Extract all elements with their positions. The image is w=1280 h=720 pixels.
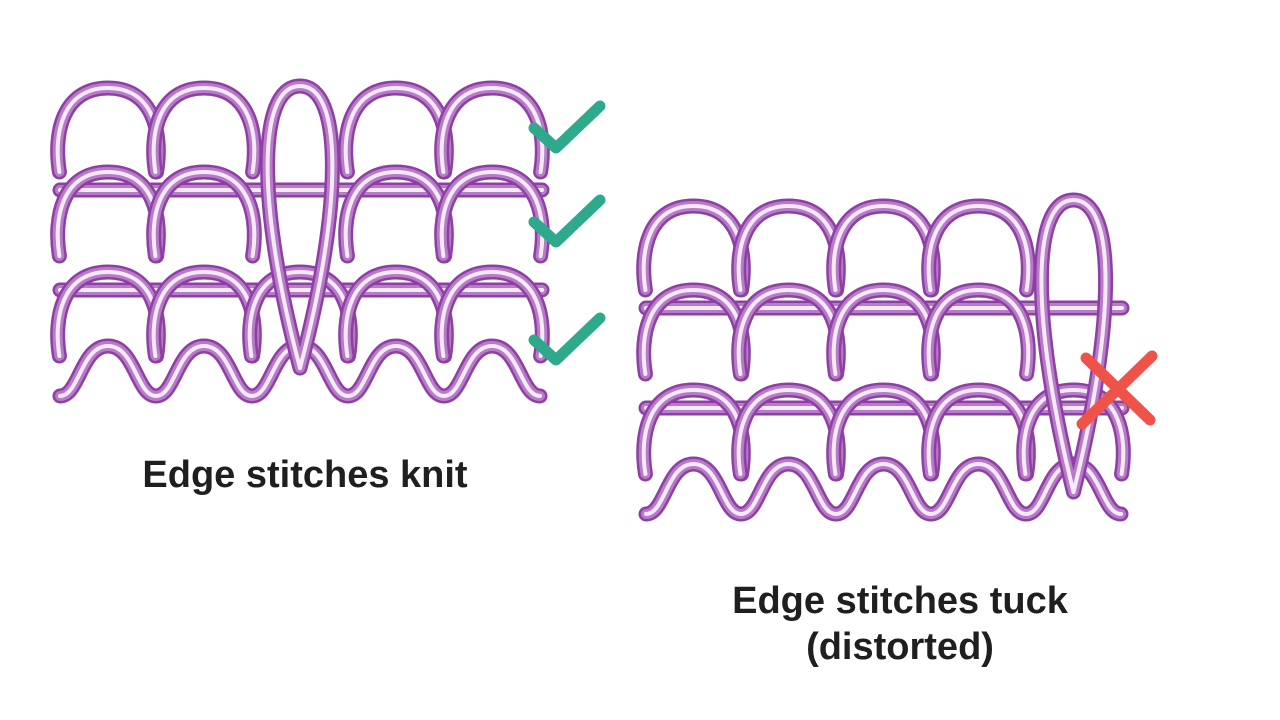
yarn-strand	[439, 170, 545, 258]
yarn-strand	[55, 86, 161, 174]
tuck-diagram	[636, 192, 1131, 526]
check-icon	[528, 194, 606, 248]
knit-caption: Edge stitches knit	[142, 454, 468, 496]
yarn-strand	[1021, 388, 1126, 476]
tuck-caption: Edge stitches tuck (distorted)	[650, 578, 1150, 671]
tuck-caption-line-2: (distorted)	[806, 626, 994, 669]
yarn-strand	[260, 78, 340, 376]
yarn-strand	[265, 84, 335, 370]
check-icon	[528, 100, 606, 154]
cross-icon	[1076, 350, 1158, 430]
yarn-strand	[151, 86, 257, 174]
tuck-fabric-illustration	[636, 192, 1131, 522]
yarn-strand	[926, 288, 1031, 376]
yarn-strand	[439, 270, 545, 358]
yarn-strand	[343, 86, 449, 174]
yarn-strand	[1039, 198, 1108, 494]
tuck-caption-line-1: Edge stitches tuck	[732, 580, 1068, 622]
knit-fabric-illustration	[50, 78, 550, 404]
yarn-strand	[736, 204, 841, 292]
yarn-strand	[641, 204, 746, 292]
yarn-strand	[644, 462, 1123, 516]
yarn-strand	[831, 204, 936, 292]
knit-diagram	[50, 78, 550, 412]
yarn-strand	[926, 204, 1031, 292]
check-icon	[528, 312, 606, 366]
yarn-strand	[151, 170, 257, 258]
